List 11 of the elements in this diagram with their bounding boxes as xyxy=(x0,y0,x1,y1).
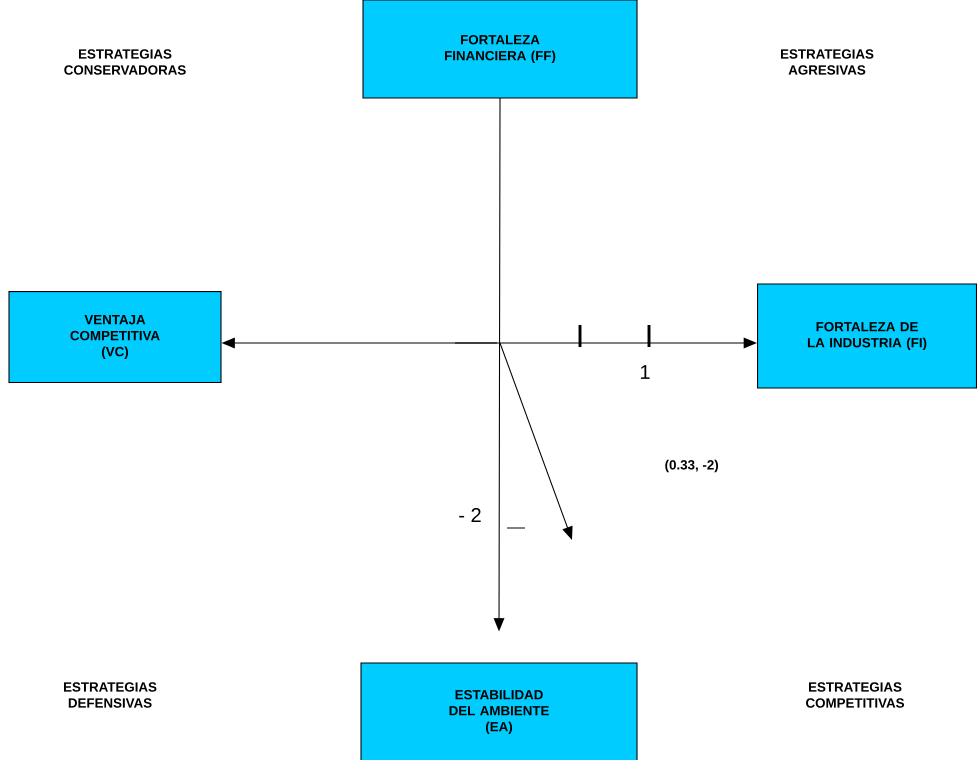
quadrant-label: ESTRATEGIAS AGRESIVAS xyxy=(781,49,874,75)
axis-box: FORTALEZA FINANCIERA (FF) xyxy=(362,0,638,99)
axis-number: 1 xyxy=(640,365,650,379)
quadrant-label: ESTRATEGIAS COMPETITIVAS xyxy=(806,682,904,708)
quadrant-label: ESTRATEGIAS CONSERVADORAS xyxy=(64,49,186,75)
axis-box: VENTAJA COMPETITIVA (VC) xyxy=(8,291,222,383)
axis-box: FORTALEZA DE LA INDUSTRIA (FI) xyxy=(757,283,978,389)
axis-box: ESTABILIDAD DEL AMBIENTE (EA) xyxy=(360,662,638,760)
point-label: (0.33, -2) xyxy=(665,460,718,472)
axis-number: - 2 xyxy=(459,508,481,522)
quadrant-label: ESTRATEGIAS DEFENSIVAS xyxy=(64,682,156,708)
